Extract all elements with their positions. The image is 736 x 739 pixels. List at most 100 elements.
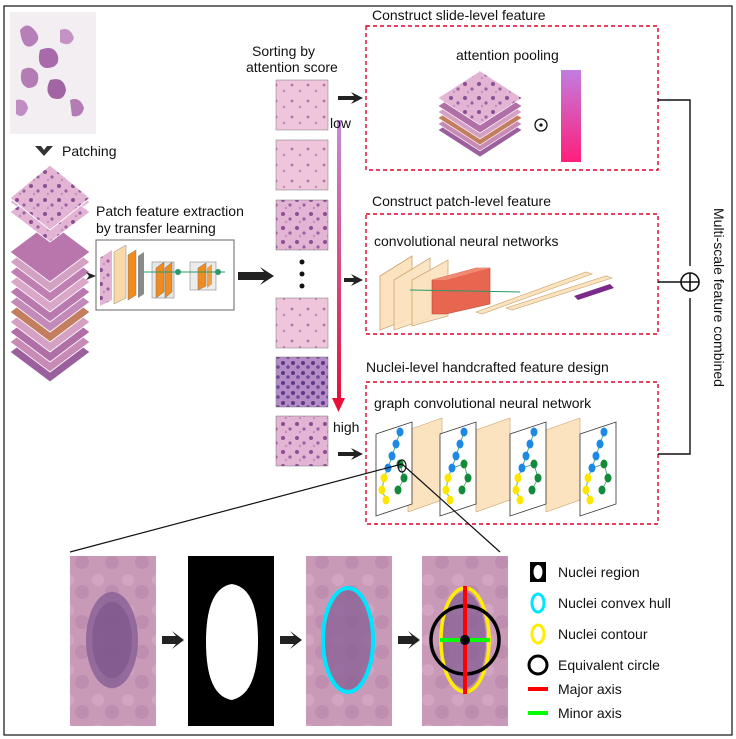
low-label: low [330,115,352,131]
patch-stack [9,171,91,383]
graph-node [512,485,520,495]
nucleus-raw-panel [70,556,156,726]
graph-node [380,473,388,483]
graph-node [446,495,454,505]
arrow-icon [338,92,363,104]
graph-node [586,495,594,505]
cnn-label: convolutional neural networks [374,233,558,249]
legend-label: Nuclei region [558,564,640,580]
ellipse-outline-icon [530,592,546,614]
graph-node [400,473,408,483]
gcn-label: graph convolutional neural network [374,395,592,411]
chevron-down-icon [35,146,53,156]
arrow-icon [86,272,96,280]
graph-node [394,485,402,495]
graph-node [516,495,524,505]
graph-node [378,485,386,495]
graph-node [526,439,534,449]
graph-node [460,427,468,437]
graph-node [442,485,450,495]
patch-feature-title-1: Patch feature extraction [96,203,244,219]
graph-node [452,451,460,461]
arrow-down-icon [332,398,345,412]
multiscale-label: Multi-scale feature combined [711,208,727,387]
top-patch [9,164,91,231]
graph-node [598,485,606,495]
legend-item: Equivalent circle [527,654,660,676]
legend-item: Major axis [528,681,622,697]
legend-item: Minor axis [528,705,622,721]
graph-node [518,463,526,473]
gcn-layer [475,417,511,513]
legend-label: Equivalent circle [558,657,660,673]
graph-panel [579,421,617,517]
graph-node [388,451,396,461]
graph-panel [439,421,477,517]
legend-item: Nuclei region [530,562,640,582]
graph-node [448,463,456,473]
graph-node [600,459,608,469]
legend-label: Major axis [558,681,622,697]
sorting-label-1: Sorting by [252,43,315,59]
zoom-line-right [401,463,501,553]
ellipse-outline-icon [530,623,546,645]
graph-node [530,459,538,469]
graph-node [514,473,522,483]
arrow-icon [338,448,363,460]
graph-node [460,459,468,469]
zoom-line-left [69,463,403,553]
slide-level-title: Construct slide-level feature [372,7,546,23]
legend-label: Minor axis [558,705,622,721]
slide-patch-stack [437,70,523,158]
arrow-icon [344,274,363,286]
outer-frame [3,5,733,736]
nucleus-mask-panel [188,556,274,726]
graph-node [392,439,400,449]
patching-label: Patching [62,143,116,159]
graph-node [588,463,596,473]
attention-weight-bar [561,70,581,162]
graph-node [528,485,536,495]
gcn-layer [545,417,581,513]
graph-node [592,451,600,461]
arrow-icon [162,631,184,649]
nuclei-level-title: Nuclei-level handcrafted feature design [366,359,609,375]
legend-item: Nuclei convex hull [530,592,671,614]
graph-node [596,439,604,449]
graph-node [534,473,542,483]
nucleus-convex-hull-panel [306,556,392,726]
arrow-icon [238,267,274,285]
gcn-layer [407,417,443,513]
cnn-illustration [379,255,614,331]
attention-pooling-label: attention pooling [456,47,559,63]
graph-node [522,451,530,461]
graph-node [396,427,404,437]
nucleus-features-panel [422,556,508,726]
gcn-illustration [375,417,617,517]
graph-node [584,473,592,483]
graph-node [600,427,608,437]
graph-node [458,485,466,495]
legend-item: Nuclei contour [530,623,648,645]
arrow-icon [280,631,302,649]
sorting-label-2: attention score [246,59,338,75]
patch-feature-title-2: by transfer learning [96,220,216,236]
graph-panel [509,421,547,517]
graph-node [582,485,590,495]
arrow-icon [398,631,420,649]
sorted-patch-column [275,79,329,467]
graph-node [444,473,452,483]
patch-level-box [365,213,659,335]
graph-node [456,439,464,449]
whole-slide-image [10,12,96,134]
high-label: high [333,419,359,435]
attention-arrow [337,120,341,400]
graph-panel [375,421,413,517]
graph-node [604,473,612,483]
graph-node [382,495,390,505]
graph-node [464,473,472,483]
combination-lines [658,99,691,455]
transfer-learning-network [95,239,235,311]
